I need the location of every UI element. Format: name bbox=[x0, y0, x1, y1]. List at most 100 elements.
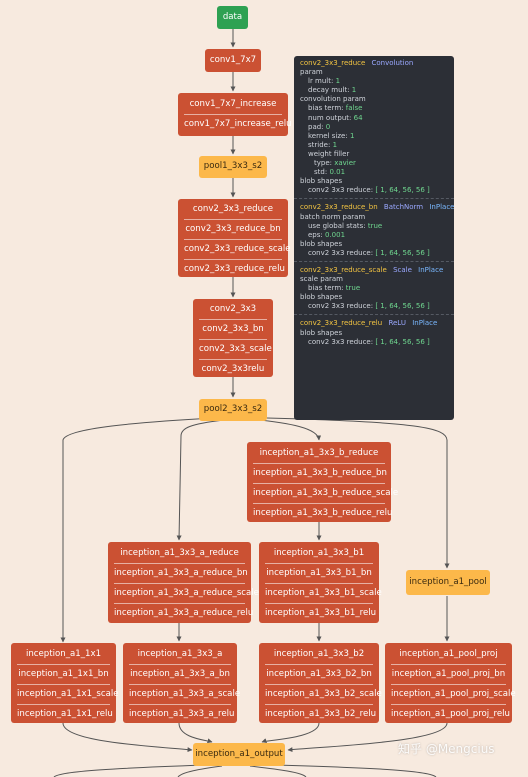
tooltip-field-value: [ 1, 64, 56, 56 ] bbox=[375, 186, 430, 195]
node-pool1-3x3-s2[interactable]: pool1_3x3_s2 bbox=[199, 156, 267, 178]
node-inception-a1-3x3-a-reduce[interactable]: inception_a1_3x3_a_reduce inception_a1_3… bbox=[108, 542, 259, 623]
node-label: inception_a1_1x1_bn bbox=[17, 665, 110, 685]
node-label: conv2_3x3 bbox=[199, 300, 267, 320]
tooltip-field: pad: 0 bbox=[300, 123, 448, 132]
tooltip-field: conv2 3x3 reduce: [ 1, 64, 56, 56 ] bbox=[300, 338, 448, 347]
node-inception-a1-3x3-a[interactable]: inception_a1_3x3_a inception_a1_3x3_a_bn… bbox=[123, 643, 240, 723]
tooltip-layer-type: ReLU bbox=[388, 319, 406, 328]
node-label: inception_a1_3x3_a_reduce_scale bbox=[114, 584, 259, 604]
tooltip-field-label: conv2 3x3 reduce: bbox=[308, 337, 374, 346]
node-pool2-3x3-s2[interactable]: pool2_3x3_s2 bbox=[199, 399, 267, 421]
tooltip-field-label: type: bbox=[314, 159, 332, 168]
tooltip-field: use global stats: true bbox=[300, 222, 448, 231]
node-inception-a1-3x3-b1[interactable]: inception_a1_3x3_b1 inception_a1_3x3_b1_… bbox=[259, 542, 382, 623]
tooltip-field-label: eps: bbox=[308, 230, 323, 239]
node-label: conv2_3x3_reduce bbox=[184, 200, 282, 220]
tooltip-field-value: [ 1, 64, 56, 56 ] bbox=[375, 337, 430, 346]
node-label: inception_a1_3x3_b1_bn bbox=[265, 564, 373, 584]
node-label: inception_a1_3x3_b1_relu bbox=[265, 608, 377, 618]
watermark: 知乎 @Mengcius bbox=[398, 742, 495, 756]
node-label: inception_a1_pool_proj_scale bbox=[391, 685, 516, 705]
layer-details-tooltip: conv2_3x3_reduce Convolution param lr mu… bbox=[294, 56, 454, 420]
node-label: pool1_3x3_s2 bbox=[203, 161, 263, 171]
tooltip-layer-name: conv2_3x3_reduce bbox=[300, 59, 366, 67]
edge-pool2-a3reduce bbox=[176, 419, 225, 541]
node-label: inception_a1_3x3_a_bn bbox=[129, 665, 231, 685]
edge-b3b2-output bbox=[261, 722, 320, 743]
node-label: inception_a1_3x3_a bbox=[129, 645, 231, 665]
tooltip-field: conv2 3x3 reduce: [ 1, 64, 56, 56 ] bbox=[300, 302, 448, 311]
tooltip-inplace-tag: InPlace bbox=[412, 319, 438, 328]
tooltip-separator bbox=[294, 260, 454, 262]
tooltip-layer-name: conv2_3x3_reduce_scale bbox=[300, 265, 387, 274]
node-label: inception_a1_3x3_b_reduce_relu bbox=[253, 508, 393, 518]
node-label: pool2_3x3_s2 bbox=[203, 404, 263, 414]
node-label: conv1_7x7_increase_relu bbox=[184, 119, 292, 129]
tooltip-field-label: kernel size: bbox=[308, 131, 348, 140]
node-data[interactable]: data bbox=[217, 6, 248, 29]
node-label: inception_a1_3x3_b2_bn bbox=[265, 665, 373, 685]
node-label: inception_a1_3x3_b1 bbox=[265, 544, 373, 564]
tooltip-field-value: false bbox=[345, 104, 363, 113]
tooltip-section-label: blob shapes bbox=[300, 177, 343, 186]
tooltip-field-label: bias term: bbox=[308, 284, 344, 293]
tooltip-header: conv2_3x3_reduce_scale Scale InPlace bbox=[300, 266, 448, 275]
node-inception-a1-3x3-b2[interactable]: inception_a1_3x3_b2 inception_a1_3x3_b2_… bbox=[259, 643, 382, 723]
edge-pool2-a1x1 bbox=[60, 417, 215, 643]
node-label: inception_a1_pool bbox=[409, 577, 487, 587]
node-label: inception_a1_3x3_b1_scale bbox=[265, 584, 382, 604]
node-conv2-3x3-reduce[interactable]: conv2_3x3_reduce conv2_3x3_reduce_bn con… bbox=[178, 199, 291, 277]
edge-pool2-b3reduce bbox=[249, 418, 322, 441]
tooltip-field-value: 1 bbox=[351, 86, 357, 95]
node-inception-a1-output[interactable]: inception_a1_output bbox=[193, 743, 285, 766]
tooltip-field-label: decay mult: bbox=[308, 86, 350, 95]
tooltip-layer-type: Scale bbox=[393, 265, 412, 274]
tooltip-section-label: convolution param bbox=[300, 95, 366, 104]
tooltip-header: conv2_3x3_reduce_relu ReLU InPlace bbox=[300, 319, 448, 328]
edge-poolproj-output bbox=[287, 722, 448, 753]
node-inception-a1-3x3-b-reduce[interactable]: inception_a1_3x3_b_reduce inception_a1_3… bbox=[247, 442, 398, 522]
node-label: inception_a1_3x3_b2_scale bbox=[265, 685, 382, 705]
tooltip-field: conv2 3x3 reduce: [ 1, 64, 56, 56 ] bbox=[300, 249, 448, 258]
node-label: inception_a1_pool_proj_bn bbox=[391, 665, 506, 685]
tooltip-field-value: [ 1, 64, 56, 56 ] bbox=[375, 302, 430, 311]
node-conv2-3x3[interactable]: conv2_3x3 conv2_3x3_bn conv2_3x3_scale c… bbox=[193, 299, 273, 377]
node-inception-a1-pool[interactable]: inception_a1_pool bbox=[406, 570, 490, 595]
tooltip-section-label: batch norm param bbox=[300, 212, 366, 221]
edge-output-down-3 bbox=[249, 765, 307, 777]
node-label: inception_a1_3x3_a_scale bbox=[129, 685, 240, 705]
node-conv1-7x7-increase[interactable]: conv1_7x7_increase conv1_7x7_increase_re… bbox=[178, 93, 292, 136]
node-label: inception_a1_output bbox=[195, 749, 283, 759]
tooltip-header: conv2_3x3_reduce Convolution bbox=[300, 59, 448, 68]
tooltip-field: stride: 1 bbox=[300, 141, 448, 150]
node-label: conv2_3x3_reduce_relu bbox=[184, 264, 285, 274]
tooltip-field: bias term: true bbox=[300, 284, 448, 293]
node-label: conv1_7x7 bbox=[209, 55, 257, 65]
tooltip-inplace-tag: InPlace bbox=[418, 265, 444, 274]
tooltip-field-label: std: bbox=[314, 168, 328, 177]
tooltip-inplace-tag: InPlace bbox=[429, 203, 455, 212]
tooltip-section-label: weight filler bbox=[308, 149, 350, 158]
node-inception-a1-1x1[interactable]: inception_a1_1x1 inception_a1_1x1_bn inc… bbox=[11, 643, 119, 723]
node-label: inception_a1_3x3_b_reduce_scale bbox=[253, 484, 398, 504]
node-label: conv2_3x3_bn bbox=[199, 320, 267, 340]
node-label: inception_a1_pool_proj bbox=[391, 645, 506, 665]
tooltip-section-label: scale param bbox=[300, 275, 343, 284]
edge-output-down-1 bbox=[53, 764, 206, 777]
node-label: conv2_3x3_reduce_scale bbox=[184, 240, 291, 260]
node-label: inception_a1_3x3_b_reduce_bn bbox=[253, 464, 387, 484]
tooltip-field-value: 1 bbox=[335, 77, 341, 86]
node-conv1-7x7[interactable]: conv1_7x7 bbox=[205, 49, 261, 72]
tooltip-field-value: 1 bbox=[349, 131, 355, 140]
node-inception-a1-pool-proj[interactable]: inception_a1_pool_proj inception_a1_pool… bbox=[385, 643, 516, 723]
node-label: conv2_3x3relu bbox=[201, 364, 265, 374]
tooltip-separator bbox=[294, 314, 454, 316]
tooltip-field: kernel size: 1 bbox=[300, 132, 448, 141]
tooltip-field-value: 0 bbox=[325, 122, 331, 131]
tooltip-field: num output: 64 bbox=[300, 114, 448, 123]
tooltip-field-label: conv2 3x3 reduce: bbox=[308, 302, 374, 311]
tooltip-field: lr mult: 1 bbox=[300, 77, 448, 86]
tooltip-field-label: lr mult: bbox=[308, 77, 334, 86]
tooltip-field-value: 0.01 bbox=[329, 168, 346, 177]
tooltip-section-label: param bbox=[300, 68, 323, 77]
